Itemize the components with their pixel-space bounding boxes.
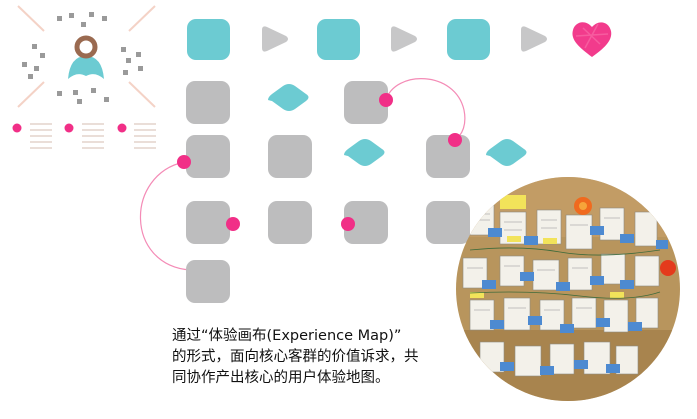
touchpoint-card — [186, 260, 230, 303]
diamond-shape — [486, 139, 527, 166]
touchpoint-card — [186, 135, 230, 178]
stage-card — [447, 19, 490, 60]
connector-dot — [226, 217, 240, 231]
stage-card — [187, 19, 230, 60]
caption-line-2: 的形式，面向核心客群的价值诉求，共 — [172, 349, 419, 365]
diamond-shape — [344, 139, 385, 166]
connector-curves — [139, 78, 466, 271]
connector-dot — [379, 93, 393, 107]
touchpoint-card — [344, 201, 388, 244]
caption-line-3: 同协作产出核心的用户体验地图。 — [172, 370, 390, 386]
persona-icon — [17, 5, 156, 108]
connector-dot — [341, 217, 355, 231]
arrow-icon — [391, 26, 417, 52]
pain-point-dots — [177, 93, 462, 231]
touchpoint-card — [344, 81, 388, 124]
touchpoint-card — [426, 201, 470, 244]
heart-icon — [572, 22, 612, 57]
diamond-shape — [268, 84, 309, 111]
touchpoint-card — [186, 81, 230, 124]
connector-dot — [448, 133, 462, 147]
caption-line-1: 通过“体验画布(Experience Map)” — [172, 328, 402, 344]
workshop-photo — [456, 177, 680, 401]
arrow-icon — [521, 26, 547, 52]
legend-lines — [12, 123, 156, 149]
touchpoint-card — [268, 135, 312, 178]
touchpoint-card — [268, 201, 312, 244]
stage-row-top — [187, 19, 612, 60]
touchpoint-card — [426, 135, 470, 178]
connector-dot — [177, 155, 191, 169]
touchpoint-grid — [186, 81, 470, 303]
arrow-icon — [262, 26, 288, 52]
stage-card — [317, 19, 360, 60]
caption-text: 通过“体验画布(Experience Map)” 的形式，面向核心客群的价值诉求… — [172, 326, 462, 389]
touchpoint-card — [186, 201, 230, 244]
moment-diamonds — [268, 84, 527, 166]
